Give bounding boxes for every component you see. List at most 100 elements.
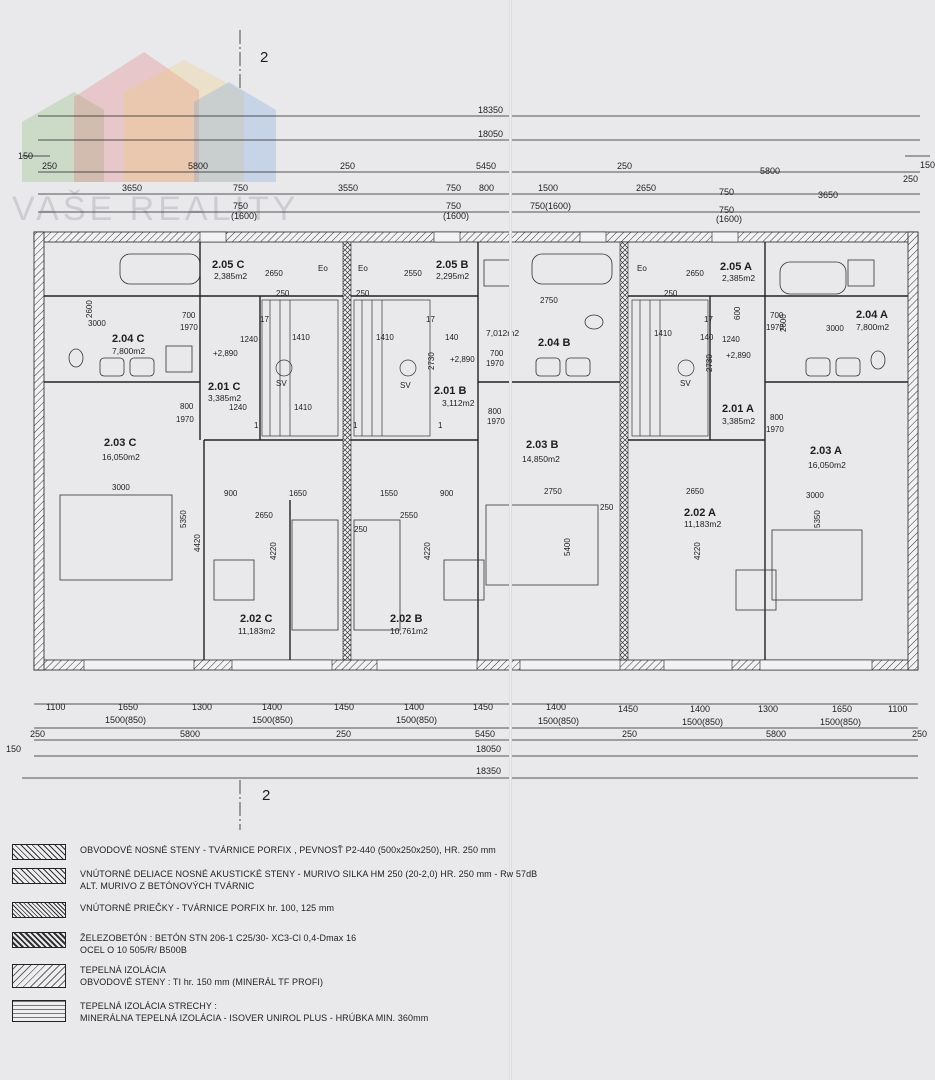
dim-bottom-inner: 18050 [476, 744, 501, 754]
dim-label: 3000 [826, 324, 844, 333]
dim-overall-top: 18350 [478, 105, 503, 115]
dim-label: 250 [356, 289, 370, 298]
legend-swatch-partition [12, 902, 66, 918]
room-code: 2.05 C [212, 259, 244, 271]
room-code: 2.04 A [856, 309, 888, 321]
party-walls [342, 241, 629, 661]
dim-top-r4-1: 750 [233, 183, 248, 193]
dim-label: 700 [490, 349, 504, 358]
dim-label: 4220 [269, 542, 278, 560]
room-area: 16,050m2 [808, 460, 846, 470]
legend-swatch-acoustic [12, 868, 66, 884]
dim-bottom-r1b-4: 1500(850) [682, 717, 723, 727]
dim-bottom-overall: 18350 [476, 766, 501, 776]
dim-label: 1410 [654, 329, 672, 338]
furniture [59, 494, 863, 631]
dim-bottom-r2-0: 250 [30, 729, 45, 739]
dim-label: 250 [276, 289, 290, 298]
legend-swatch-concrete [12, 932, 66, 948]
legend-item: TEPELNÁ IZOLÁCIA OBVODOVÉ STENY : TI hr.… [12, 964, 323, 988]
stair-label: SV [276, 379, 287, 388]
dim-bottom-r1-2: 1300 [192, 702, 212, 712]
room-code: 2.02 A [684, 507, 716, 519]
dim-top-r4-5: 1500 [538, 183, 558, 193]
dimensions-top [22, 30, 930, 213]
outer-walls [33, 231, 919, 671]
section-mark-top: 2 [260, 49, 268, 66]
dim-label: 2650 [686, 487, 704, 496]
room-code: 2.03 B [526, 439, 558, 451]
dim-label: 3000 [806, 491, 824, 500]
dim-label: 1970 [487, 417, 505, 426]
room-area: 2,295m2 [436, 271, 469, 281]
dim-label: 600 [733, 306, 742, 320]
dim-label: 700 [770, 311, 784, 320]
dim-label: 2730 [427, 352, 436, 370]
sanitary-fixtures [68, 253, 886, 377]
plan-annotations: 2650 2550 2650 2750 2750 3000 3000 3000 … [85, 264, 844, 560]
dim-label: 700 [182, 311, 196, 320]
dim-bottom-r1-1: 1650 [118, 702, 138, 712]
room-area: 16,050m2 [102, 452, 140, 462]
dim-top-r6-0: (1600) [231, 211, 257, 221]
room-code: 2.03 A [810, 445, 842, 457]
legend-item: ŽELEZOBETÓN : BETÓN STN 206-1 C25/30- XC… [12, 932, 356, 956]
interior-partitions [44, 242, 908, 660]
dim-bottom-r1-8: 1450 [618, 704, 638, 714]
room-area: 7,800m2 [856, 322, 889, 332]
room-area: 3,385m2 [208, 393, 241, 403]
dim-bottom-r1-4: 1450 [334, 702, 354, 712]
dim-label: 3000 [88, 319, 106, 328]
dim-top-r3-4: 250 [617, 161, 632, 171]
dim-label: 2750 [544, 487, 562, 496]
dim-label: 1410 [292, 333, 310, 342]
dim-label: 5350 [179, 510, 188, 528]
room-area: 2,385m2 [214, 271, 247, 281]
dim-label: 5400 [563, 538, 572, 556]
dim-right-edge-top: 150 [920, 160, 935, 170]
watermark-brand: VAŠE REALITY [12, 190, 300, 228]
dim-bottom-r1b-5: 1500(850) [820, 717, 861, 727]
dim-label: 800 [180, 402, 194, 411]
room-area: 7,012m2 [486, 328, 519, 338]
dim-label: 3000 [112, 483, 130, 492]
level-marker: +2,890 [213, 349, 238, 358]
dim-label: 17 [426, 315, 435, 324]
dim-label: 900 [224, 489, 238, 498]
dim-label: 800 [488, 407, 502, 416]
room-area: 11,183m2 [238, 626, 275, 636]
legend-swatch-load-bearing [12, 844, 66, 860]
dim-top-r6-2: (1600) [716, 214, 742, 224]
legend-item: VNÚTORNÉ DELIACE NOSNÉ AKUSTICKÉ STENY -… [12, 868, 537, 892]
dim-bottom-r1b-1: 1500(850) [252, 715, 293, 725]
dim-label: 2650 [686, 269, 704, 278]
room-area: 14,850m2 [522, 454, 560, 464]
dim-top-r3-1: 5800 [188, 161, 208, 171]
dim-bottom-r1b-0: 1500(850) [105, 715, 146, 725]
dim-label: 17 [704, 315, 713, 324]
dim-label: 2650 [255, 511, 273, 520]
paper-fold [509, 0, 512, 1080]
room-area: 7,800m2 [112, 346, 145, 356]
dim-bottom-r2-3: 5450 [475, 729, 495, 739]
dim-top-r5-3: 750 [719, 205, 734, 215]
dim-label: 2600 [85, 300, 94, 318]
legend-item: TEPELNÁ IZOLÁCIA STRECHY : MINERÁLNA TEP… [12, 1000, 428, 1024]
dim-label: 140 [445, 333, 459, 342]
level-marker: +2,890 [726, 351, 751, 360]
dim-label: 1 [254, 421, 259, 430]
legend-swatch-roof-insulation [12, 1000, 66, 1022]
dim-bottom-r2-6: 250 [912, 729, 927, 739]
dim-top-r4-7: 750 [719, 187, 734, 197]
dim-left-edge-top: 150 [18, 151, 33, 161]
room-area: 2,385m2 [722, 273, 755, 283]
dim-top-r5-2: 750(1600) [530, 201, 571, 211]
dim-bottom-r1-7: 1400 [546, 702, 566, 712]
level-marker: +2,890 [450, 355, 475, 364]
dim-bottom-r2-1: 5800 [180, 729, 200, 739]
dim-top-r4-8: 3650 [818, 190, 838, 200]
dim-label: 1240 [240, 335, 258, 344]
legend-text: ŽELEZOBETÓN : BETÓN STN 206-1 C25/30- XC… [80, 933, 357, 955]
dim-label: 2550 [400, 511, 418, 520]
dim-label: 1 [353, 421, 358, 430]
